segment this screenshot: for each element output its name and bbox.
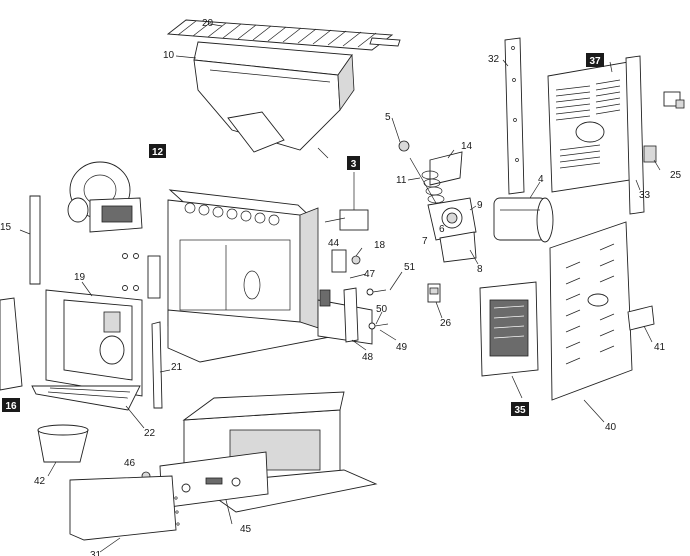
part-3-tube xyxy=(324,209,369,231)
label-48: 48 xyxy=(362,352,374,363)
label-47: 47 xyxy=(364,269,376,280)
part-15-bracket xyxy=(29,195,41,285)
label-6: 6 xyxy=(439,224,445,235)
label-18: 18 xyxy=(374,240,386,251)
tag-16-text: 16 xyxy=(5,401,17,412)
tag-12-text: 12 xyxy=(152,147,164,158)
part-21-trim xyxy=(151,321,163,409)
tag-16: 16 xyxy=(2,398,20,412)
label-45: 45 xyxy=(240,524,252,535)
label-51: 51 xyxy=(404,262,416,273)
tag-37-text: 37 xyxy=(589,56,601,67)
part-11-auger xyxy=(409,157,445,211)
label-5: 5 xyxy=(385,112,391,123)
part-22-ash-pan xyxy=(31,385,141,411)
tag-3: 3 xyxy=(347,156,360,170)
part-41-strip xyxy=(627,305,655,331)
label-20: 20 xyxy=(202,18,214,29)
label-42: 42 xyxy=(34,476,46,487)
label-8: 8 xyxy=(477,264,483,275)
screws-right xyxy=(366,288,389,330)
label-41: 41 xyxy=(654,342,666,353)
label-25: 25 xyxy=(670,170,682,181)
part-stove-body xyxy=(167,189,373,363)
label-7: 7 xyxy=(422,236,428,247)
label-15: 15 xyxy=(0,222,12,233)
part-10-hopper xyxy=(193,41,355,159)
part-42-ash-basket xyxy=(37,424,89,463)
tag-12: 12 xyxy=(149,144,166,158)
screws-left xyxy=(122,253,161,299)
part-4-convection-blower xyxy=(493,197,554,243)
part-32-side-rail xyxy=(504,37,525,195)
part-5-knob xyxy=(398,140,410,152)
part-16-panel xyxy=(0,297,23,391)
label-4: 4 xyxy=(538,174,544,185)
part-31-front-panel xyxy=(69,475,180,541)
label-19: 19 xyxy=(74,272,86,283)
label-11: 11 xyxy=(396,175,407,186)
label-14: 14 xyxy=(461,141,473,152)
label-44: 44 xyxy=(328,238,340,249)
label-40: 40 xyxy=(605,422,617,433)
label-46: 46 xyxy=(124,458,136,469)
label-10: 10 xyxy=(163,50,175,61)
label-32: 32 xyxy=(488,54,500,65)
part-12-combustion-blower xyxy=(67,161,143,233)
part-35-control-board xyxy=(479,281,539,377)
leader-lines xyxy=(19,23,661,553)
tag-3-text: 3 xyxy=(351,159,357,170)
part-6-auger-motor xyxy=(427,197,477,263)
part-44-switch xyxy=(319,249,361,307)
part-25-sensor xyxy=(643,91,685,163)
tag-35: 35 xyxy=(511,402,529,416)
label-26: 26 xyxy=(440,318,452,329)
tag-35-text: 35 xyxy=(514,405,526,416)
label-31: 31 xyxy=(90,550,102,556)
label-22: 22 xyxy=(144,428,156,439)
label-9: 9 xyxy=(477,200,483,211)
label-50: 50 xyxy=(376,304,388,315)
label-49: 49 xyxy=(396,342,408,353)
part-19-firebox-liner xyxy=(45,289,143,397)
tag-37: 37 xyxy=(586,53,604,67)
part-37-back-panel xyxy=(547,61,631,193)
part-48-plate xyxy=(343,287,359,343)
part-14-bracket xyxy=(429,151,463,186)
part-20-grate xyxy=(166,19,401,51)
part-40-side-panel xyxy=(549,221,633,401)
label-33: 33 xyxy=(639,190,651,201)
part-33-side-rail xyxy=(625,55,645,215)
label-21: 21 xyxy=(171,362,183,373)
part-26-switch xyxy=(427,283,441,303)
